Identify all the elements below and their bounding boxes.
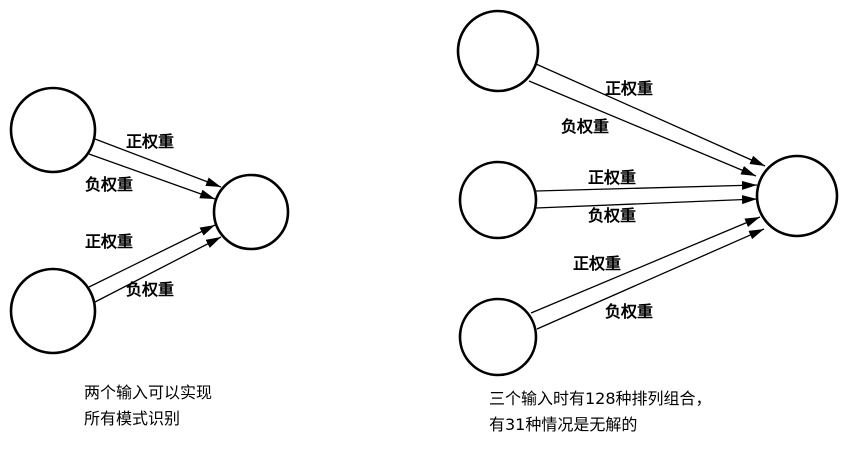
weight-label: 正权重 (605, 79, 653, 98)
three-input-network-input-1-node (456, 9, 540, 93)
three-input-network-caption-line: 三个输入时有128种排列组合， (489, 389, 712, 408)
weight-arrow (528, 80, 757, 177)
weight-arrow (535, 63, 766, 167)
weight-label: 负权重 (85, 175, 133, 194)
weight-label: 正权重 (588, 168, 636, 187)
weight-label: 负权重 (561, 117, 609, 136)
weight-arrow (94, 236, 222, 303)
two-input-network-output-node (212, 173, 290, 251)
three-input-network-output-node (755, 154, 839, 238)
weight-arrow (88, 153, 216, 200)
weight-arrow (88, 224, 216, 288)
weight-arrow (535, 195, 758, 209)
two-input-network-caption-line: 两个输入可以实现 (84, 383, 212, 402)
weight-arrow (94, 138, 222, 188)
weight-label: 正权重 (126, 132, 174, 151)
weight-arrow (535, 180, 758, 192)
two-input-network-caption-line: 所有模式识别 (84, 409, 180, 428)
weight-label: 负权重 (126, 280, 174, 299)
three-input-network-input-3-node (458, 297, 538, 377)
weight-label: 正权重 (85, 232, 133, 251)
weight-arrow (536, 228, 765, 330)
three-input-network-caption-line: 有31种情况是无解的 (489, 415, 637, 434)
weight-label: 正权重 (573, 254, 621, 273)
weight-arrow (530, 216, 761, 314)
weight-label: 负权重 (605, 302, 653, 321)
two-input-network-input-2-node (9, 267, 97, 355)
two-input-network-input-1-node (9, 86, 97, 174)
three-input-network-input-2-node (458, 160, 538, 240)
three-input-network: 正权重负权重正权重负权重正权重负权重三个输入时有128种排列组合，有31种情况是… (456, 9, 839, 434)
weight-label: 负权重 (588, 206, 636, 225)
